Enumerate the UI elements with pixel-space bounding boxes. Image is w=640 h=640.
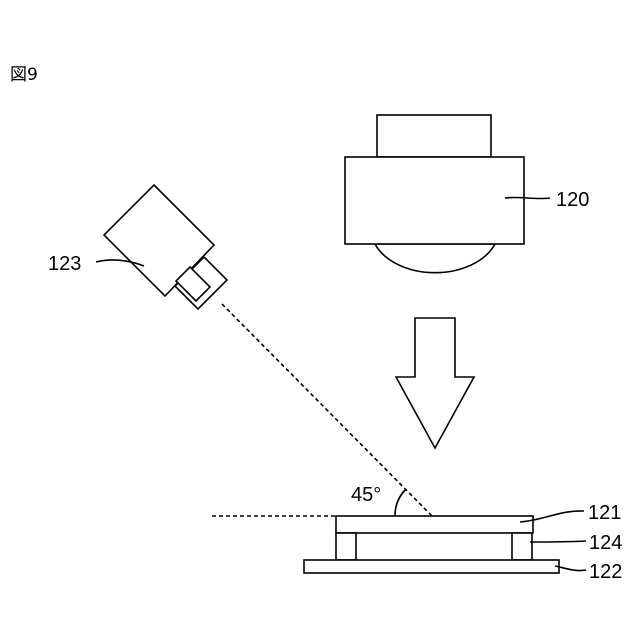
label-121: 121 — [588, 502, 621, 524]
leader-line-124 — [530, 541, 586, 542]
device-120-dome-lens — [375, 244, 495, 273]
label-124: 124 — [589, 532, 622, 554]
camera-123 — [104, 185, 227, 309]
base-122 — [304, 560, 559, 573]
device-120 — [345, 115, 524, 273]
downward-arrow — [396, 318, 474, 448]
angle-arc — [395, 489, 406, 516]
spacer-124-left — [336, 533, 356, 560]
device-120-main-body — [345, 157, 524, 244]
label-123: 123 — [48, 253, 81, 275]
angle-label: 45° — [351, 484, 381, 506]
spacer-124-right — [512, 533, 532, 560]
device-120-top-block — [377, 115, 491, 157]
plate-121 — [336, 516, 533, 533]
figure-title: 図9 — [10, 65, 38, 85]
label-120: 120 — [556, 189, 589, 211]
label-122: 122 — [589, 561, 622, 583]
line-of-sight-dashed — [222, 304, 432, 516]
